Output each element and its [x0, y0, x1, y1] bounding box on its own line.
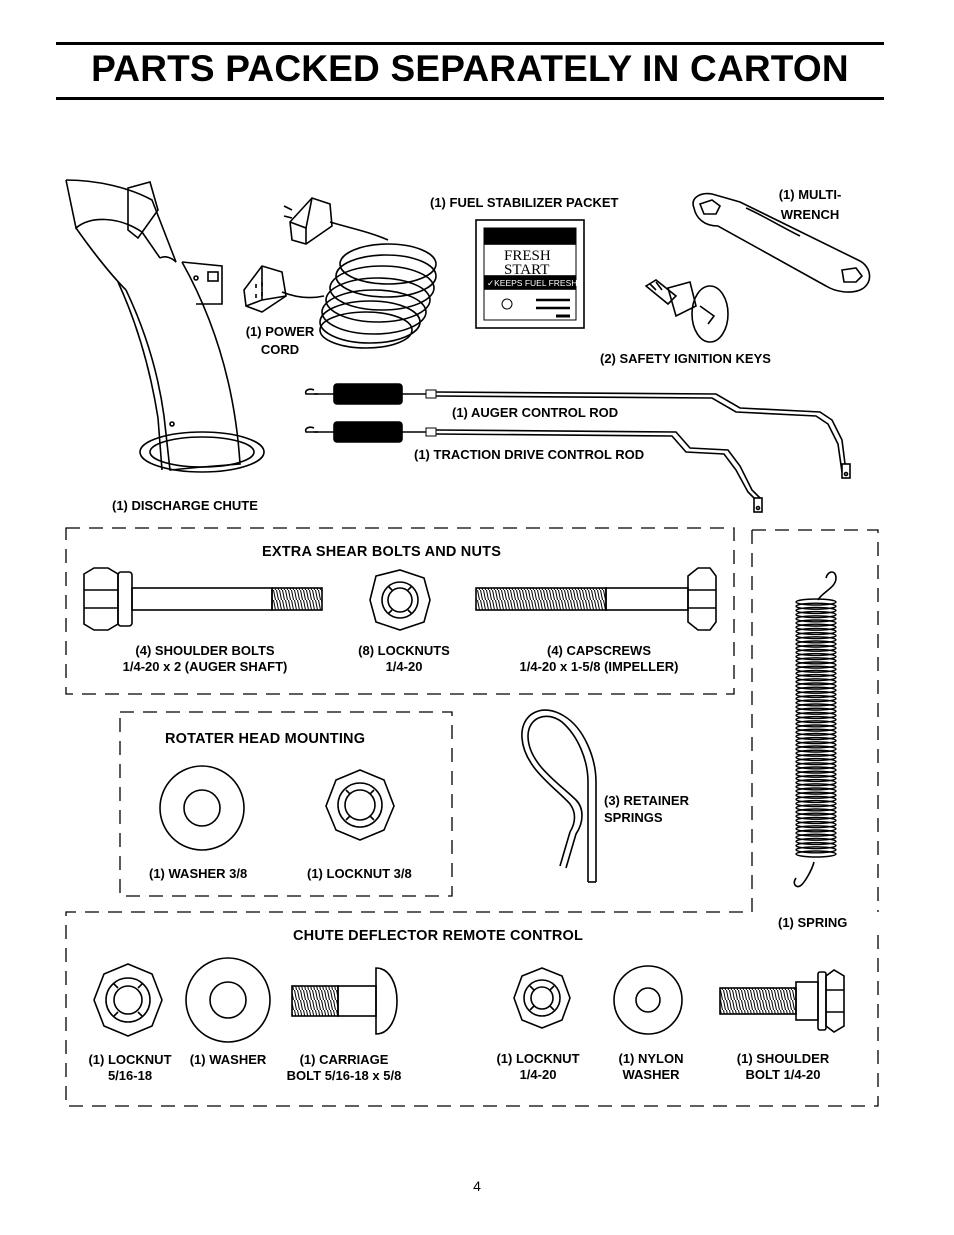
nylon-washer-label-1: (1) NYLON — [618, 1051, 684, 1066]
locknuts-label-1: (8) LOCKNUTS — [358, 643, 450, 658]
rotater-heading: ROTATER HEAD MOUNTING — [165, 731, 366, 747]
power-cord-label-2: CORD — [260, 342, 300, 357]
cd-locknut-label-1: (1) LOCKNUT — [88, 1052, 172, 1067]
packet-line2: START — [504, 262, 549, 278]
power-cord-icon — [243, 197, 437, 349]
nylon-washer-label-2: WASHER — [622, 1067, 680, 1082]
traction-rod-label: (1) TRACTION DRIVE CONTROL ROD — [414, 447, 645, 462]
discharge-chute-icon — [65, 179, 265, 473]
cd-washer-label: (1) WASHER — [189, 1052, 267, 1067]
fuel-stabilizer-label: (1) FUEL STABILIZER PACKET — [430, 195, 619, 210]
chute-deflector-heading: CHUTE DEFLECTOR REMOTE CONTROL — [293, 928, 584, 944]
fuel-packet-icon — [475, 219, 585, 329]
shoulder-bolt-icon — [719, 969, 845, 1033]
shoulder-bolts-label-1: (4) SHOULDER BOLTS — [135, 643, 275, 658]
control-rod-icon — [304, 383, 851, 513]
locknut-icon — [369, 569, 431, 631]
safety-keys-label: (2) SAFETY IGNITION KEYS — [600, 351, 771, 366]
locknut-icon — [513, 967, 571, 1029]
cd-locknut-b-label-2: 1/4-20 — [519, 1067, 557, 1082]
carriage-bolt-icon — [291, 967, 398, 1035]
cd-shoulder-bolt-label-2: BOLT 1/4-20 — [745, 1067, 821, 1082]
capscrew-icon — [475, 567, 717, 631]
packet-tagline: ✓KEEPS FUEL FRESH — [487, 278, 577, 288]
page-title: PARTS PACKED SEPARATELY IN CARTON — [91, 48, 849, 89]
shoulder-bolts-label-2: 1/4-20 x 2 (AUGER SHAFT) — [122, 659, 288, 674]
cd-locknut-b-label-1: (1) LOCKNUT — [496, 1051, 580, 1066]
cd-locknut-label-2: 5/16-18 — [107, 1068, 153, 1083]
carriage-bolt-label-2: BOLT 5/16-18 x 5/8 — [286, 1068, 402, 1083]
auger-rod-label: (1) AUGER CONTROL ROD — [452, 405, 619, 420]
page-number: 4 — [473, 1178, 481, 1194]
power-cord-label-1: (1) POWER — [245, 324, 315, 339]
carriage-bolt-label-1: (1) CARRIAGE — [299, 1052, 389, 1067]
capscrews-label-1: (4) CAPSCREWS — [546, 643, 651, 658]
locknuts-label-2: 1/4-20 — [385, 659, 423, 674]
retainer-label-1: (3) RETAINER — [604, 793, 689, 808]
locknut-icon — [325, 769, 395, 841]
discharge-chute-label: (1) DISCHARGE CHUTE — [112, 498, 258, 513]
retainer-spring-box — [65, 529, 879, 1107]
retainer-spring-icon — [521, 709, 597, 883]
locknut-icon — [93, 963, 163, 1037]
multi-wrench-icon — [692, 192, 871, 293]
washer-icon — [159, 765, 245, 851]
extension-spring-icon — [793, 571, 837, 888]
retainer-label-2: SPRINGS — [604, 810, 663, 825]
multi-wrench-label-1: (1) MULTI- — [778, 187, 842, 202]
washer-icon — [185, 957, 271, 1043]
spring-label: (1) SPRING — [778, 915, 848, 930]
rotater-box — [119, 711, 453, 897]
multi-wrench-label-2: WRENCH — [780, 207, 840, 222]
ignition-key-icon — [644, 279, 729, 343]
shear-box — [65, 527, 735, 695]
washer-icon — [613, 965, 683, 1035]
shear-heading: EXTRA SHEAR BOLTS AND NUTS — [262, 544, 502, 560]
shoulder-bolt-icon — [83, 567, 323, 631]
title-rule-bottom — [56, 97, 884, 100]
cd-shoulder-bolt-label-1: (1) SHOULDER — [736, 1051, 830, 1066]
rotater-locknut-label: (1) LOCKNUT 3/8 — [307, 866, 412, 881]
title-rule-top — [56, 42, 884, 45]
packet-line1: FRESH — [504, 248, 551, 264]
capscrews-label-2: 1/4-20 x 1-5/8 (IMPELLER) — [519, 659, 679, 674]
rotater-washer-label: (1) WASHER 3/8 — [149, 866, 248, 881]
